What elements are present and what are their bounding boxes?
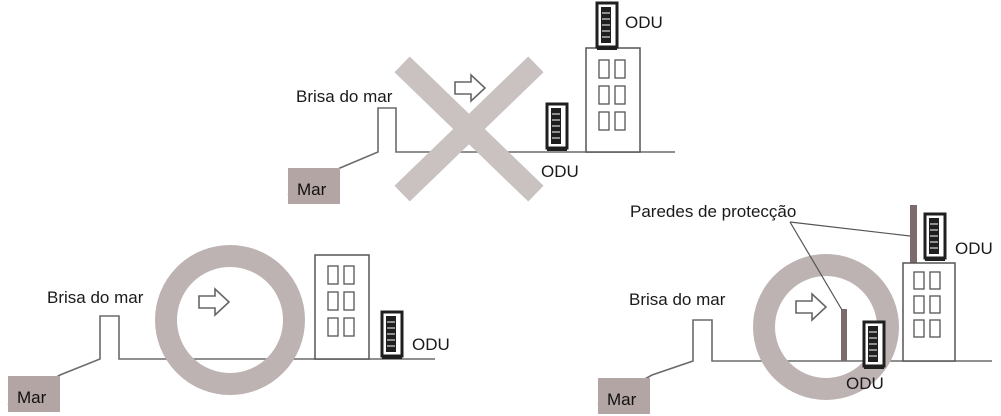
ground-line — [7, 315, 435, 406]
ground-line — [597, 319, 992, 406]
odu-ground-icon — [862, 320, 886, 371]
wind-arrow-icon — [454, 74, 486, 102]
sea-breeze-label: Brisa do mar — [47, 288, 144, 307]
odu-roof-icon — [923, 212, 947, 263]
panel-correct-walls: Mar Brisa do mar Paredes de protecção OD… — [597, 202, 993, 414]
circle-mark — [753, 254, 899, 400]
building-windows — [913, 271, 941, 338]
cross-mark — [394, 56, 544, 202]
odu-icon — [380, 310, 404, 361]
building — [314, 254, 370, 360]
building — [902, 262, 956, 362]
leader-line — [789, 221, 843, 311]
circle-mark — [155, 245, 305, 395]
protection-wall-ground — [841, 309, 847, 361]
wind-arrow-icon — [198, 288, 230, 316]
sea-block — [598, 378, 650, 414]
odu-ground-label: ODU — [541, 162, 579, 181]
leader-line — [789, 221, 911, 237]
sea-block — [288, 168, 340, 204]
sea-label: Mar — [17, 388, 47, 407]
sea-label: Mar — [607, 390, 637, 409]
sea-breeze-label: Brisa do mar — [296, 87, 393, 106]
panel-correct-building: Mar Brisa do mar ODU — [7, 245, 450, 412]
odu-ground-label: ODU — [846, 374, 884, 393]
odu-label: ODU — [412, 335, 450, 354]
sea-label: Mar — [297, 180, 327, 199]
odu-ground-icon — [545, 102, 569, 153]
panel-wrong: Mar Brisa do mar ODU ODU — [287, 1, 675, 204]
odu-roof-icon — [595, 1, 619, 52]
wind-arrow-icon — [795, 293, 827, 321]
building — [585, 47, 641, 153]
sea-breeze-label: Brisa do mar — [629, 290, 726, 309]
odu-roof-label: ODU — [625, 13, 663, 32]
odu-roof-label: ODU — [955, 239, 993, 258]
sea-block — [8, 376, 60, 412]
protection-wall-roof — [910, 205, 917, 263]
protection-walls-label: Paredes de protecção — [630, 202, 796, 221]
